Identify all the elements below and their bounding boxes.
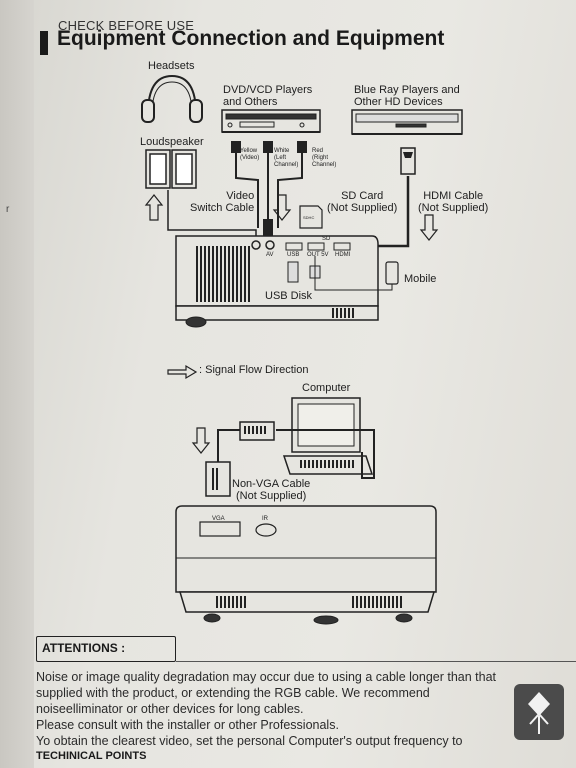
label-bluray-players: Blue Ray Players and Other HD Devices [354, 84, 460, 108]
port-label-av: AV [266, 252, 274, 258]
section-label: CHECK BEFORE USE [58, 18, 195, 33]
attentions-line-4: Please consult with the installer or oth… [36, 718, 339, 732]
label-mobile: Mobile [404, 273, 437, 285]
port-label-hdmi: HDMI [335, 252, 351, 258]
label-yellow-video: Yellow (Video) [240, 148, 260, 161]
attentions-divider [176, 661, 576, 662]
label-loudspeaker: Loudspeaker [140, 136, 204, 148]
projector-top [175, 235, 379, 328]
dvd-player-icon [221, 109, 321, 133]
laptop-icon [282, 397, 374, 475]
label-headsets: Headsets [148, 60, 195, 72]
attentions-line-1: Noise or image quality degradation may o… [36, 670, 497, 684]
signal-flow-legend-arrow [167, 364, 198, 380]
label-red-right: Red (Right Channel) [312, 148, 337, 168]
label-usb-disk: USB Disk [265, 290, 313, 302]
label-white-left: White (Left Channel) [274, 148, 299, 168]
label-signal-flow: : Signal Flow Direction [199, 364, 309, 376]
mobile-phone-icon [314, 256, 399, 291]
title-bar-marker [40, 31, 48, 55]
label-computer: Computer [302, 382, 351, 394]
loudspeaker-icon [145, 149, 197, 189]
speaker-cable [167, 190, 257, 240]
attentions-line-2: supplied with the product, or extending … [36, 686, 430, 700]
sd-card-icon: SDHC [299, 205, 323, 229]
label-hdmi-cable: HDMI Cable (Not Supplied) [418, 190, 489, 214]
port-label-usb: USB [287, 252, 300, 258]
bluray-player-icon [351, 109, 463, 135]
attentions-line-3: noiseelliminator or other devices for lo… [36, 702, 304, 716]
projector-bottom [175, 505, 437, 625]
attentions-line-5: Yo obtain the clearest video, set the pe… [36, 734, 463, 748]
label-video-switch-cable: Video Switch Cable [190, 190, 255, 214]
attentions-box [36, 636, 176, 662]
previous-page-edge: r [0, 0, 34, 768]
headset-icon [141, 74, 203, 123]
label-dvd-players: DVD/VCD Players and Others [223, 84, 313, 108]
vga-cable [205, 421, 375, 497]
port-label-ir: IR [262, 516, 268, 522]
signal-flow-arrows [144, 194, 439, 454]
technical-points-label: TECHINICAL POINTS [36, 750, 147, 762]
port-label-vga: VGA [212, 516, 225, 522]
watermark-logo [514, 684, 564, 740]
label-non-vga-cable: Non-VGA Cable (Not Supplied) [232, 478, 311, 502]
page-title: Equipment Connection and Equipment [57, 27, 445, 50]
port-label-sd: SD [322, 236, 331, 242]
attentions-label: ATTENTIONS : [42, 641, 126, 655]
label-sd-card: SD Card (Not Supplied) [327, 190, 398, 214]
svg-text:SDHC: SDHC [303, 215, 314, 220]
port-label-out5v: OUT 5V [307, 252, 329, 258]
previous-page-char: r [6, 204, 10, 215]
